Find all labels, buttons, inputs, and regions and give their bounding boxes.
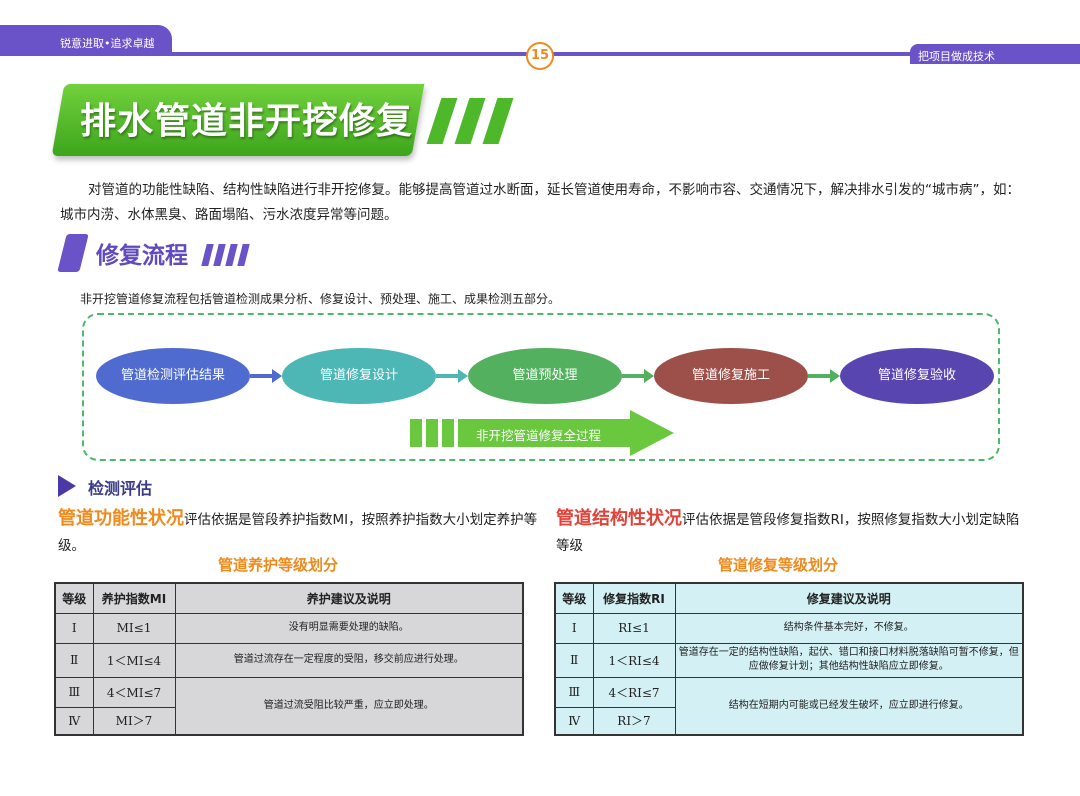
flow-step-1: 管道检测评估结果 — [96, 348, 250, 404]
advice-cell: 结构条件基本完好，不修复。 — [674, 612, 1024, 644]
index-cell: 4＜MI≤7 — [92, 676, 176, 708]
flow-step-2: 管道修复设计 — [282, 348, 436, 404]
advice-cell: 没有明显需要处理的缺陷。 — [174, 612, 524, 644]
header-left-text: 锐意进取•追求卓越 — [60, 37, 155, 50]
functional-text: 评估依据是管段养护指数MI，按照养护指数大小划定养护等级。 — [58, 512, 538, 554]
title-stripe — [454, 98, 486, 144]
index-cell: RI＞7 — [592, 706, 676, 736]
index-cell: MI＞7 — [92, 706, 176, 736]
flow-step-4: 管道修复施工 — [654, 348, 808, 404]
header-right-tab: 把项目做成技术 — [910, 44, 1080, 64]
title-stripe — [426, 98, 458, 144]
grade-cell: Ⅳ — [54, 706, 94, 736]
flow-step-5: 管道修复验收 — [840, 348, 994, 404]
advice-cell: 管道过流存在一定程度的受阻，移交前应进行处理。 — [174, 642, 524, 678]
header-line — [172, 52, 1080, 56]
functional-description: 管道功能性状况评估依据是管段养护指数MI，按照养护指数大小划定养护等级。 — [58, 506, 538, 559]
grade-cell: Ⅱ — [54, 642, 94, 678]
repair-table-title: 管道修复等级划分 — [718, 556, 839, 574]
process-flow-box — [82, 313, 1000, 461]
grade-cell: Ⅱ — [554, 642, 594, 678]
table-header-row: 等级 养护指数MI 养护建议及说明 — [54, 582, 524, 614]
repair-grade-table: 等级 修复指数RI 修复建议及说明 Ⅰ RI≤1 结构条件基本完好，不修复。 Ⅱ… — [554, 582, 1024, 736]
page-title: 排水管道非开挖修复 — [80, 101, 414, 142]
overall-arrow-icon — [458, 419, 630, 447]
maintenance-grade-table: 等级 养护指数MI 养护建议及说明 Ⅰ MI≤1 没有明显需要处理的缺陷。 Ⅱ … — [54, 582, 524, 736]
table-row: Ⅲ 4＜MI≤7 管道过流受阻比较严重，应立即处理。 — [54, 676, 524, 736]
advice-cell: 管道过流受阻比较严重，应立即处理。 — [174, 676, 524, 736]
table-row: Ⅳ MI＞7 — [54, 706, 523, 736]
section-title: 修复流程 — [96, 243, 188, 269]
index-cell: 1＜MI≤4 — [92, 642, 176, 678]
table-row: Ⅱ 1＜RI≤4 管道存在一定的结构性缺陷，起伏、错口和接口材料脱落缺陷可暂不修… — [554, 642, 1024, 678]
overall-arrow-block — [410, 419, 422, 447]
table-header-cell: 修复指数RI — [592, 582, 676, 614]
overall-arrow-block — [442, 419, 454, 447]
flow-arrow-icon — [622, 369, 654, 383]
table-row: Ⅰ MI≤1 没有明显需要处理的缺陷。 — [54, 612, 524, 644]
table-row: Ⅲ 4＜RI≤7 结构在短期内可能或已经发生破坏，应立即进行修复。 — [554, 676, 1024, 736]
overall-process-label: 非开挖管道修复全过程 — [476, 428, 602, 443]
intro-paragraph: 对管道的功能性缺陷、结构性缺陷进行非开挖修复。能够提高管道过水断面，延长管道使用… — [60, 182, 1020, 223]
index-cell: RI≤1 — [592, 612, 676, 644]
section-stripe — [213, 244, 226, 266]
grade-cell: Ⅰ — [554, 612, 594, 644]
table-header-cell: 养护建议及说明 — [174, 582, 524, 614]
section-stripe — [225, 244, 238, 266]
advice-cell: 管道存在一定的结构性缺陷，起伏、错口和接口材料脱落缺陷可暂不修复，但应做修复计划… — [674, 642, 1024, 678]
title-stripe — [482, 98, 514, 144]
header-left-tab: 锐意进取•追求卓越 — [0, 25, 172, 56]
structural-text: 评估依据是管段修复指数RI，按照修复指数大小划定缺陷等级 — [556, 512, 1020, 554]
overall-arrow-block — [426, 419, 438, 447]
table-row: Ⅱ 1＜MI≤4 管道过流存在一定程度的受阻，移交前应进行处理。 — [54, 642, 524, 678]
section-icon — [57, 234, 89, 272]
table-row: Ⅳ RI＞7 — [554, 706, 1023, 736]
grade-cell: Ⅲ — [54, 676, 94, 708]
maintenance-table-title: 管道养护等级划分 — [218, 556, 339, 574]
table-row: Ⅰ RI≤1 结构条件基本完好，不修复。 — [554, 612, 1024, 644]
assessment-title: 检测评估 — [88, 479, 153, 498]
section-stripe — [201, 244, 214, 266]
table-header-row: 等级 修复指数RI 修复建议及说明 — [554, 582, 1024, 614]
page-number: 15 — [526, 42, 554, 70]
index-cell: 1＜RI≤4 — [592, 642, 676, 678]
table-header-cell: 等级 — [554, 582, 594, 614]
flow-arrow-icon — [436, 369, 468, 383]
structural-description: 管道结构性状况评估依据是管段修复指数RI，按照修复指数大小划定缺陷等级 — [556, 506, 1026, 559]
flow-step-3: 管道预处理 — [468, 348, 622, 404]
table-header-cell: 养护指数MI — [92, 582, 176, 614]
index-cell: 4＜RI≤7 — [592, 676, 676, 708]
section-stripe — [237, 244, 250, 266]
grade-cell: Ⅲ — [554, 676, 594, 708]
triangle-bullet-icon — [58, 475, 76, 497]
index-cell: MI≤1 — [92, 612, 176, 644]
structural-highlight: 管道结构性状况 — [556, 508, 682, 529]
table-header-cell: 修复建议及说明 — [674, 582, 1024, 614]
header-right-text: 把项目做成技术 — [918, 50, 995, 63]
flow-arrow-icon — [808, 369, 840, 383]
functional-highlight: 管道功能性状况 — [58, 508, 184, 529]
process-description: 非开挖管道修复流程包括管道检测成果分析、修复设计、预处理、施工、成果检测五部分。 — [80, 292, 561, 306]
flow-arrow-icon — [250, 369, 282, 383]
advice-cell: 结构在短期内可能或已经发生破坏，应立即进行修复。 — [674, 676, 1024, 736]
grade-cell: Ⅳ — [554, 706, 594, 736]
overall-arrow-head-icon — [630, 410, 674, 456]
grade-cell: Ⅰ — [54, 612, 94, 644]
table-header-cell: 等级 — [54, 582, 94, 614]
